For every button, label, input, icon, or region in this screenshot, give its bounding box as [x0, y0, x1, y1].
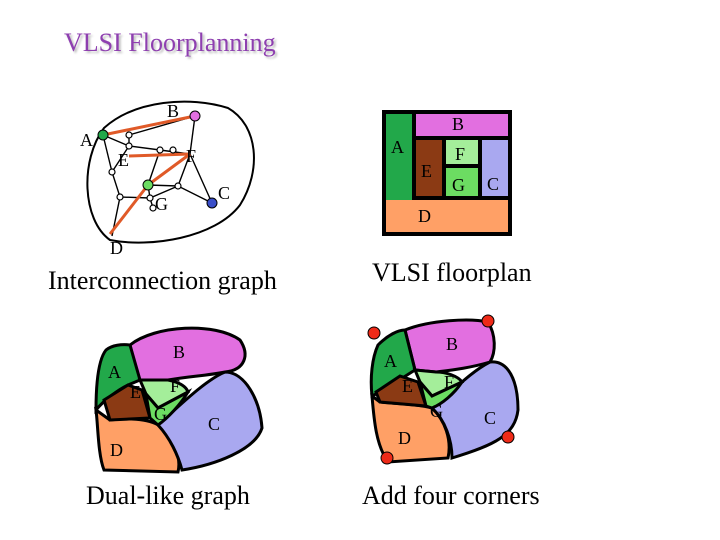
dual-label-c: C [208, 414, 220, 434]
dual-label-b: B [173, 342, 185, 362]
graph-label-c: C [218, 183, 230, 203]
block-a [386, 114, 412, 200]
block-b [416, 114, 508, 136]
region-b [128, 326, 247, 382]
vlsi-floorplan: A B C D E F G [382, 110, 512, 236]
graph-boundary [86, 100, 255, 244]
corner-region-g [418, 378, 467, 410]
graph-small-nodes [108, 131, 182, 212]
corner-dot-bottom-right [501, 430, 515, 444]
region-e [102, 383, 152, 422]
caption-vlsi-floorplan: VLSI floorplan [372, 258, 532, 287]
dual-label-d: D [110, 440, 123, 460]
graph-label-f: F [186, 146, 196, 166]
node-a [97, 129, 109, 141]
corner-label-g: G [430, 401, 443, 421]
block-d [386, 200, 508, 232]
floorplan-label-a: A [391, 137, 404, 157]
dual-label-a: A [108, 362, 121, 382]
floorplan-label-g: G [452, 175, 465, 195]
page-title: VLSI Floorplanning [64, 28, 276, 57]
corner-label-d: D [398, 428, 411, 448]
interconnection-graph: A B C D E F G [80, 100, 255, 258]
corner-label-f: F [444, 372, 454, 392]
floorplan-label-f: F [455, 144, 465, 164]
floorplan-label-e: E [421, 161, 432, 181]
corner-label-a: A [384, 351, 397, 371]
corner-label-b: B [446, 334, 458, 354]
dual-label-g: G [154, 404, 167, 424]
block-g [446, 168, 478, 196]
dual-like-graph: A B C D E F G [94, 326, 264, 474]
graph-highlight-edges [102, 114, 196, 235]
block-f [446, 140, 478, 164]
graph-label-e: E [118, 150, 129, 170]
corner-dot-bottom-left [380, 451, 394, 465]
corner-region-e [374, 374, 429, 408]
node-b [189, 110, 201, 122]
block-c [482, 140, 508, 196]
region-c [155, 370, 264, 472]
region-g [143, 388, 193, 427]
corner-label-c: C [484, 408, 496, 428]
graph-label-a: A [80, 130, 93, 150]
four-corners-graph: A B C D E F G [367, 314, 520, 465]
corner-region-c [429, 360, 520, 461]
node-c [206, 197, 218, 209]
corner-dot-top-right [481, 314, 495, 328]
node-g [142, 179, 154, 191]
corner-dot-top-left [367, 326, 381, 340]
floorplan-label-c: C [487, 174, 499, 194]
block-e [416, 140, 442, 196]
graph-mesh [102, 115, 213, 237]
caption-dual-like-graph: Dual-like graph [86, 481, 250, 510]
caption-interconnection-graph: Interconnection graph [48, 266, 277, 295]
floorplan-label-b: B [452, 114, 464, 134]
dual-label-e: E [130, 382, 141, 402]
graph-label-d: D [110, 238, 123, 258]
floorplan-label-d: D [418, 206, 431, 226]
corner-label-e: E [402, 376, 413, 396]
dual-label-f: F [170, 376, 180, 396]
corner-region-b [403, 318, 496, 374]
graph-label-g: G [155, 194, 168, 214]
graph-label-b: B [167, 101, 179, 121]
caption-add-four-corners: Add four corners [362, 481, 540, 510]
